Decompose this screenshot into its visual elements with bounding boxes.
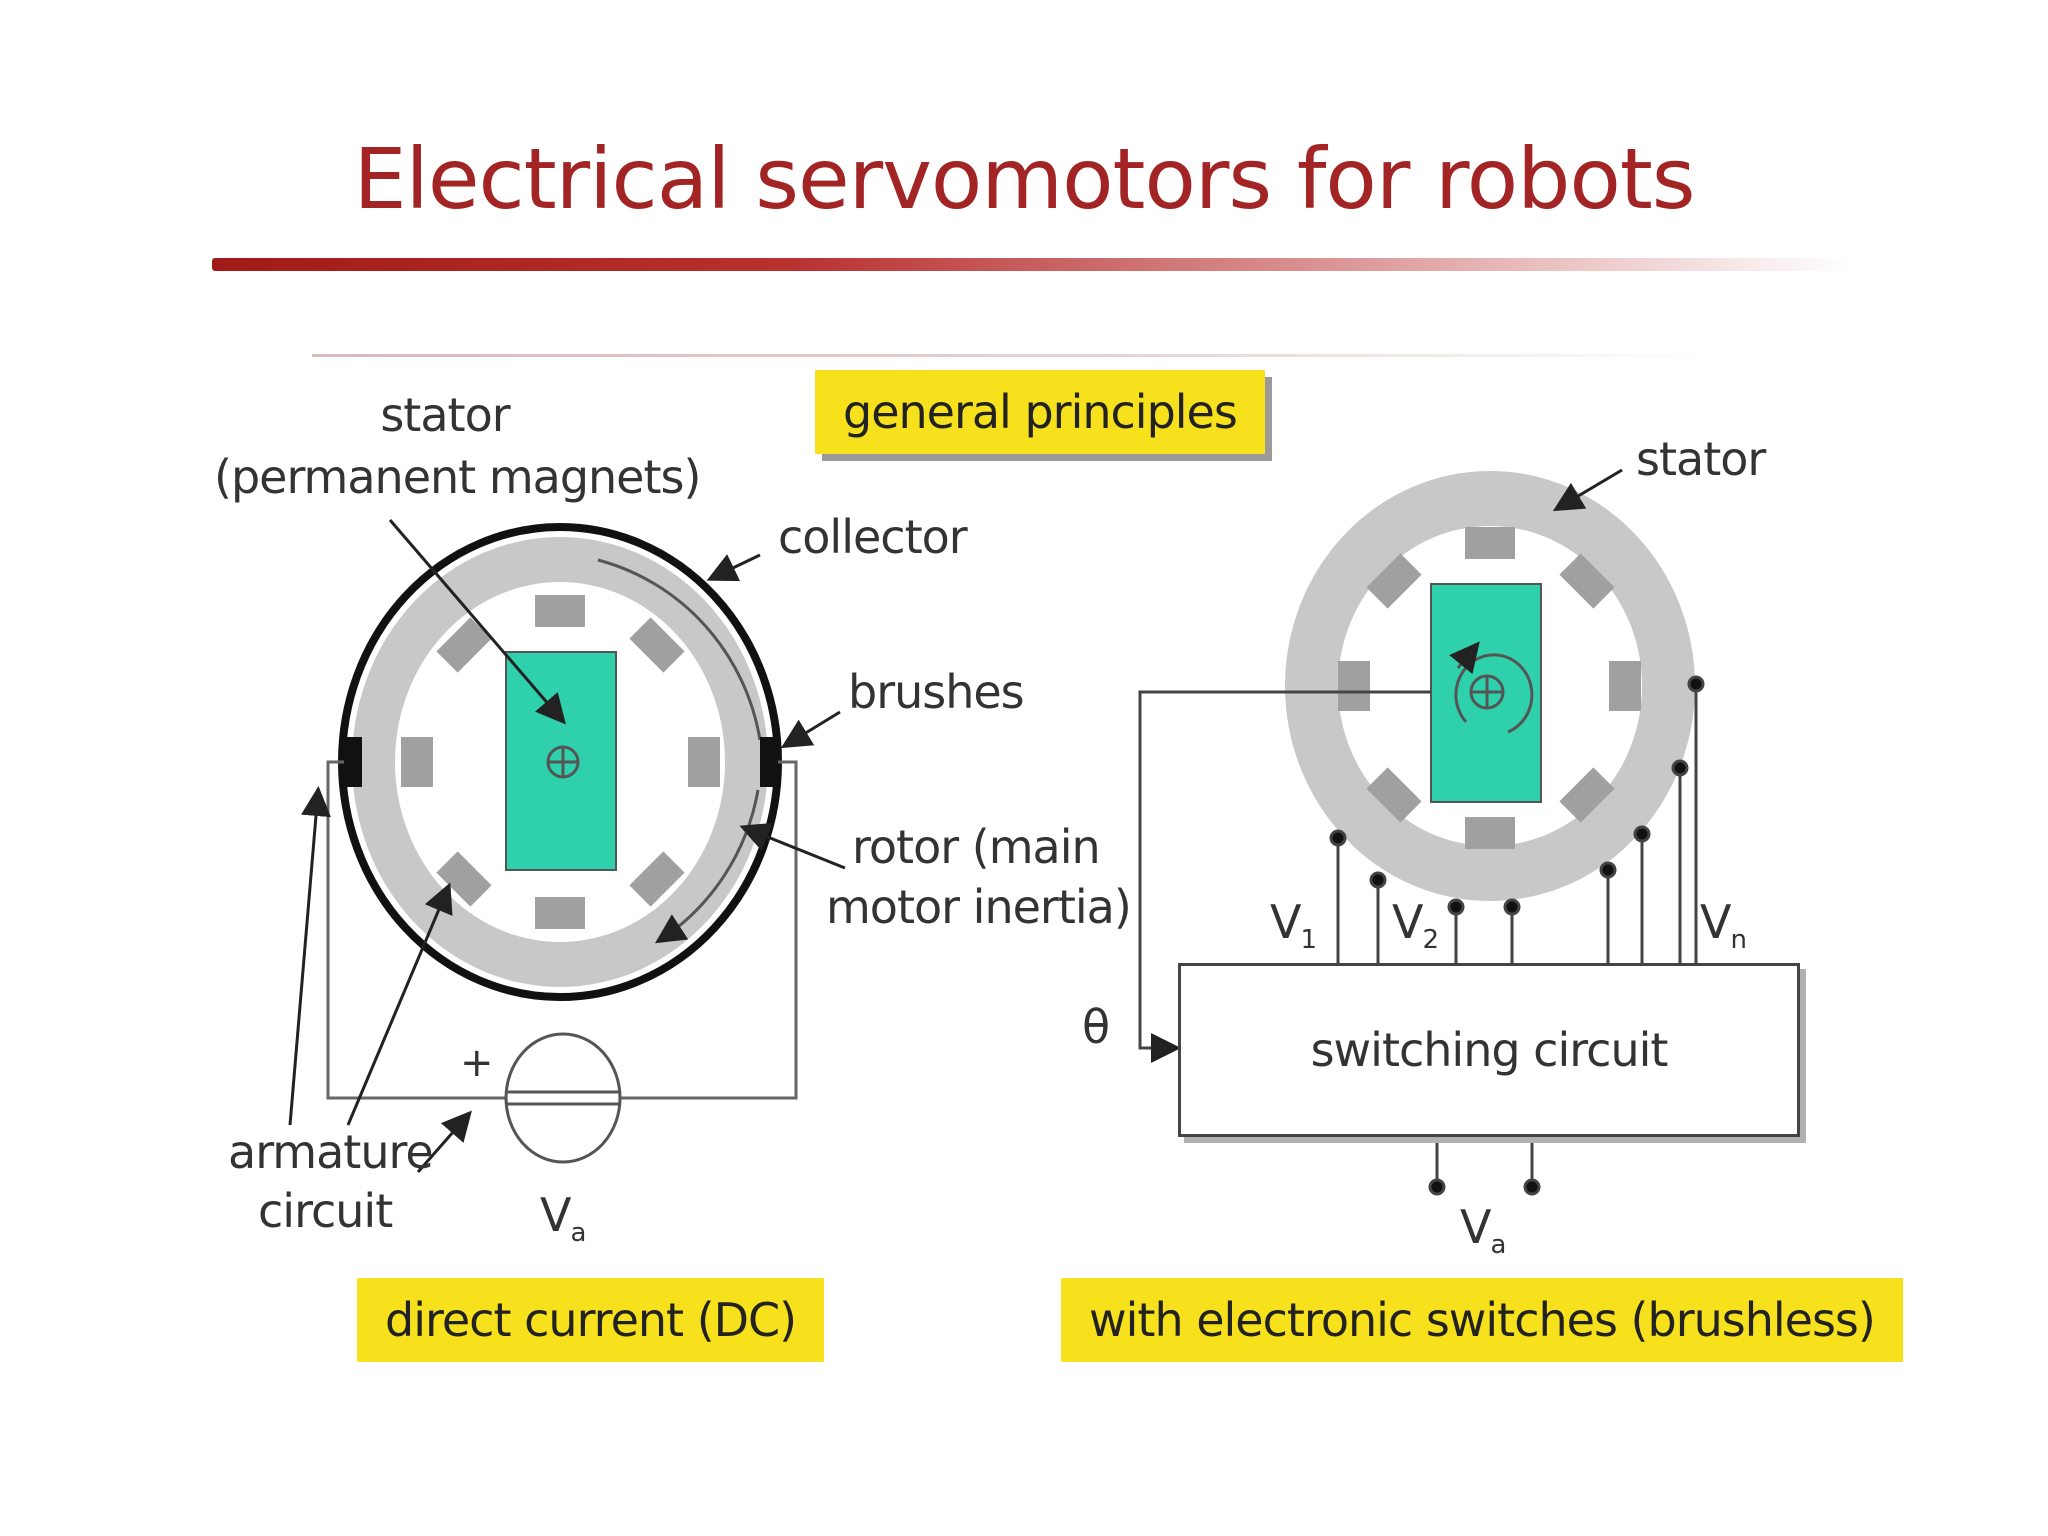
brushless-motor-diagram xyxy=(1138,468,1705,1196)
bl-phase-wires xyxy=(1329,675,1705,963)
switching-circuit-box: switching circuit xyxy=(1178,963,1800,1137)
rotor-label-line2: motor inertia) xyxy=(826,880,1132,934)
bl-stator-magnets xyxy=(1338,527,1641,849)
bl-voltage-label: Va xyxy=(1460,1200,1506,1261)
rotor-label-line1: rotor (main xyxy=(852,820,1101,874)
dc-plus-sign: + xyxy=(460,1040,494,1086)
title-underline xyxy=(212,258,1852,271)
bl-theta-feedback xyxy=(1138,690,1431,1063)
section-divider xyxy=(312,354,1712,357)
slide-title: Electrical servomotors for robots xyxy=(353,130,1695,228)
dc-voltage-source xyxy=(504,1032,622,1164)
brushes-label: brushes xyxy=(848,665,1025,719)
armature-label-line1: armature xyxy=(228,1125,434,1179)
theta-label: θ xyxy=(1082,1000,1110,1054)
vn-label: Vn xyxy=(1700,895,1747,956)
dc-motor-diagram xyxy=(288,519,846,1173)
bl-stator-label: stator xyxy=(1636,432,1766,486)
general-principles-tag: general principles xyxy=(815,370,1265,454)
bl-supply-terminals xyxy=(1428,1131,1541,1196)
dc-brush-left xyxy=(344,737,362,787)
collector-label: collector xyxy=(778,510,968,564)
dc-stator-sub-label: (permanent magnets) xyxy=(214,450,701,504)
dc-motor-tag: direct current (DC) xyxy=(357,1278,825,1362)
v1-label: V1 xyxy=(1270,895,1317,956)
dc-armature-wire xyxy=(326,760,506,1100)
dc-stator-magnets xyxy=(401,595,720,929)
dc-stator-label: stator xyxy=(380,388,510,442)
dc-voltage-label: Va xyxy=(540,1188,586,1249)
v2-label: V2 xyxy=(1392,895,1439,956)
dc-brush-right xyxy=(760,737,778,787)
armature-label-line2: circuit xyxy=(258,1184,393,1238)
brushless-motor-tag: with electronic switches (brushless) xyxy=(1061,1278,1903,1362)
